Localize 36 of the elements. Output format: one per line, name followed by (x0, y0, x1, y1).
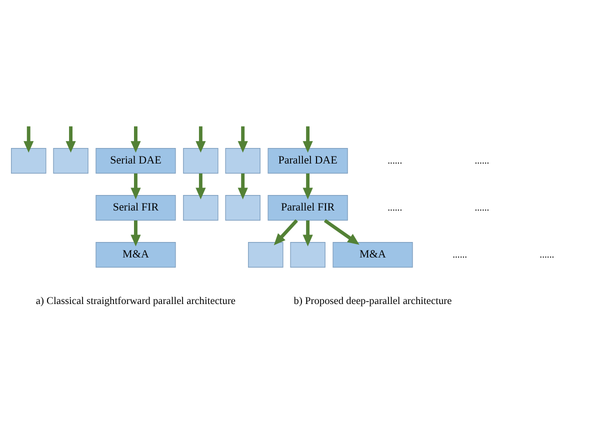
arrow (24, 126, 34, 152)
node-box: M&A (96, 242, 176, 268)
node-box: Serial DAE (96, 148, 176, 174)
node-box (11, 148, 46, 174)
node-box (225, 194, 260, 220)
arrow (238, 173, 248, 199)
arrow (302, 126, 313, 152)
arrow (130, 173, 141, 199)
node-box: Parallel DAE (268, 148, 348, 174)
arrow (130, 220, 141, 246)
label: ...... (388, 154, 402, 166)
node-box (183, 148, 218, 174)
node-box: Parallel FIR (268, 194, 348, 220)
node-box (53, 148, 88, 174)
label: b) Proposed deep-parallel architecture (294, 296, 452, 307)
node-box (225, 148, 260, 174)
node-box (290, 242, 326, 268)
arrow (302, 220, 313, 246)
arrow (302, 173, 313, 199)
arrow (66, 126, 76, 152)
label: ...... (388, 202, 402, 213)
node-box: M&A (332, 242, 413, 268)
node-box (248, 242, 284, 268)
arrow (274, 218, 298, 245)
node-box: Serial FIR (96, 194, 176, 220)
arrow (324, 218, 360, 244)
label: ...... (452, 248, 468, 260)
arrow (196, 173, 206, 199)
label: ...... (540, 248, 554, 260)
label: ...... (474, 202, 490, 213)
label: ...... (474, 154, 490, 166)
label: a) Classical straightforward parallel architecture (36, 296, 236, 307)
arrow (130, 126, 141, 152)
arrow (196, 126, 206, 152)
node-box (183, 194, 218, 220)
arrow (238, 126, 248, 152)
